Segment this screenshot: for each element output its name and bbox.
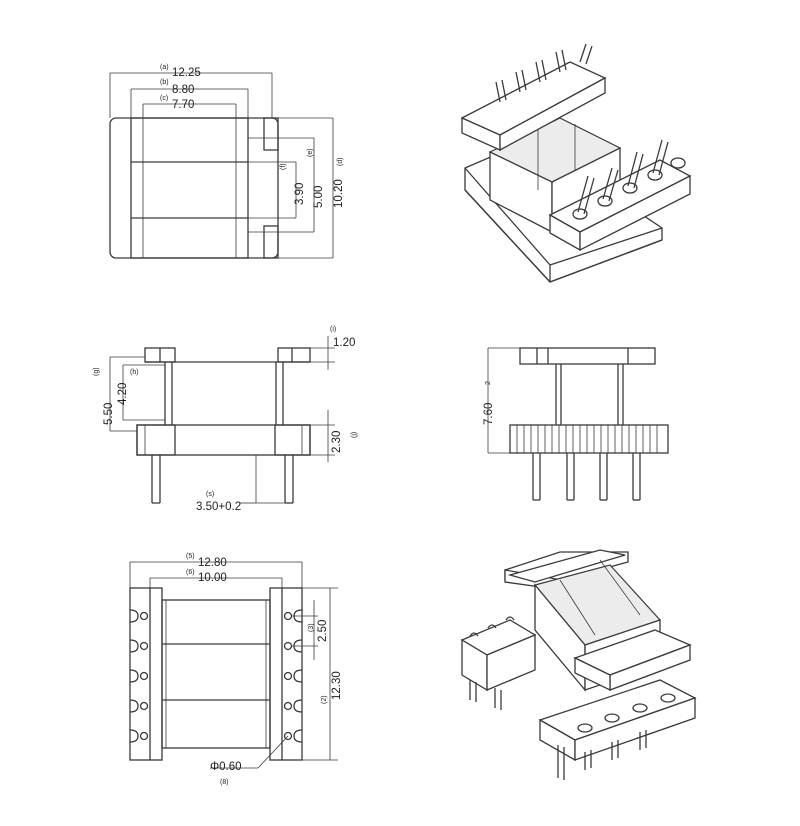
dim-b-value: 8.80 (172, 84, 194, 96)
side-view: (i) 1.20 2.30 (j) 5.50 (g) 4.20 (h) (s) … (93, 326, 358, 513)
dim-b-tag: (b) (160, 79, 169, 86)
dim-window-tag: (h) (130, 369, 139, 376)
dim-a-tag: (a) (160, 64, 169, 71)
dim-outer-tag: (5) (186, 553, 195, 560)
dim-total-tag: 2 (485, 381, 492, 385)
bottom-view: (5) 12.80 (6) 10.00 12.30 (2) 2.50 (3) Φ… (129, 553, 343, 786)
dim-length-value: 12.30 (331, 671, 343, 700)
bobbin-3d-assembled-icon (460, 43, 692, 283)
dim-a-value: 12.25 (172, 67, 201, 79)
front-pins (532, 453, 641, 501)
dim-d-tag: (d) (337, 157, 344, 166)
bobbin-3d-exploded-icon (460, 549, 697, 780)
dim-d-value: 10.20 (333, 179, 345, 208)
dim-height-tag: (g) (93, 367, 100, 376)
dim-f-value: 3.90 (294, 183, 306, 205)
dim-window-value: 4.20 (117, 383, 129, 405)
front-flange-ribs (516, 425, 658, 453)
dim-total-value: 7.60 (483, 403, 495, 425)
dim-pin-tag: (s) (206, 491, 214, 498)
dim-length-tag: (2) (321, 695, 328, 704)
dim-e-value: 5.00 (313, 186, 325, 208)
dim-pitch-tag: (3) (308, 623, 315, 632)
dim-inner-value: 10.00 (198, 572, 227, 584)
dim-base-tag: (j) (351, 432, 358, 438)
dim-c-tag: (c) (160, 95, 168, 102)
dim-pitch-value: 2.50 (317, 620, 329, 642)
dim-outer-value: 12.80 (198, 557, 227, 569)
dim-flange-tag: (i) (330, 326, 336, 333)
left-pin-slots (129, 609, 149, 743)
dim-pin-dia-value: Φ0.60 (210, 761, 242, 773)
dim-pin-value: 3.50+0.2 (196, 501, 241, 513)
dim-e-tag: (e) (307, 148, 314, 157)
dim-pin-dia-tag: (8) (220, 779, 229, 786)
dim-base-value: 2.30 (331, 431, 343, 453)
front-view: 7.60 2 (483, 347, 669, 501)
dim-flange-value: 1.20 (333, 337, 355, 349)
dim-c-value: 7.70 (172, 99, 194, 111)
dim-height-value: 5.50 (103, 403, 115, 425)
dim-inner-tag: (6) (186, 569, 195, 576)
dim-f-tag: (f) (280, 163, 287, 170)
exploded-pins (557, 730, 647, 780)
right-pin-slots (283, 609, 303, 743)
top-view: (a) 12.25 (b) 8.80 (c) 7.70 10.20 (d) 5.… (109, 64, 345, 259)
